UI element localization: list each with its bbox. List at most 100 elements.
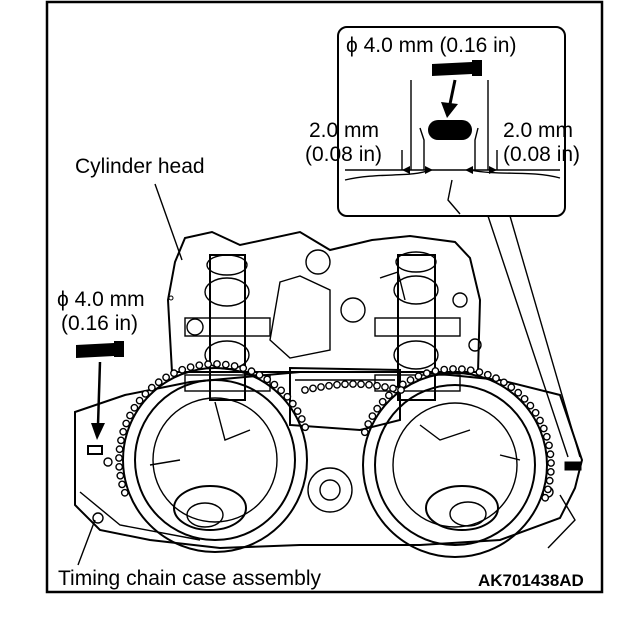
chain-link — [204, 360, 213, 369]
chain-link — [547, 459, 555, 467]
chain-link — [431, 367, 440, 375]
chain-link — [544, 485, 552, 494]
chain-link — [526, 401, 535, 410]
chain-link — [373, 404, 382, 413]
figure-border — [45, 0, 604, 594]
left-pin-diameter-in: (0.16 in) — [61, 312, 138, 335]
locating-pin-icon — [432, 60, 482, 76]
chain-link — [520, 394, 529, 403]
gap-left-in: (0.08 in) — [305, 143, 382, 166]
chain-link — [381, 383, 389, 391]
chain-link — [440, 365, 449, 374]
chain-link — [120, 488, 129, 497]
chain-link — [119, 427, 128, 436]
detail-pin-diameter: ϕ 4.0 mm (0.16 in) — [346, 34, 516, 57]
chain-link — [230, 362, 239, 370]
chain-link — [116, 471, 125, 480]
chain-link — [539, 424, 548, 433]
left-pin-callout: ϕ 4.0 mm (0.16 in) — [57, 288, 174, 440]
chain-link — [195, 361, 204, 370]
cylinder-head-label: Cylinder head — [75, 155, 205, 178]
timing-chain — [115, 360, 555, 502]
timing-chain-case-leader — [77, 519, 96, 566]
locating-pin-icon — [76, 341, 124, 358]
chain-link — [162, 373, 171, 382]
chain-link — [115, 454, 123, 462]
chain-link — [507, 383, 516, 392]
chain-link — [118, 480, 127, 489]
chain-link — [422, 369, 431, 378]
chain-link — [514, 388, 523, 397]
chain-link — [414, 372, 423, 381]
left-pin-hole — [87, 445, 103, 455]
chain-link — [531, 408, 540, 417]
chain-link — [384, 391, 393, 400]
chain-link — [475, 368, 484, 376]
chain-link — [309, 384, 317, 393]
chain-link — [117, 436, 125, 445]
chain-link — [154, 378, 163, 387]
chain-link — [545, 441, 553, 450]
chain-link — [288, 399, 297, 408]
chain-link — [317, 383, 325, 391]
gap-right-in: (0.08 in) — [503, 143, 580, 166]
gap-left-mm: 2.0 mm — [309, 119, 379, 142]
chain-link — [239, 364, 248, 373]
chain-link — [301, 386, 309, 394]
chain-link — [126, 411, 134, 420]
timing-chain-case — [74, 371, 584, 550]
chain-link — [283, 392, 292, 401]
chain-link — [545, 476, 554, 485]
chain-link — [492, 374, 500, 383]
chain-link — [542, 432, 551, 441]
chain-link — [255, 371, 264, 379]
right-camshaft-sprocket — [362, 372, 548, 558]
chain-link — [277, 386, 285, 395]
left-pin-diameter-mm: ϕ 4.0 mm — [57, 288, 145, 311]
chain-link — [130, 403, 139, 412]
chain-link — [466, 366, 475, 375]
cylinder-head-leader — [154, 183, 183, 261]
chain-link — [301, 423, 310, 432]
chain-link — [293, 407, 302, 415]
chain-link — [389, 384, 397, 393]
engine-illustration — [74, 230, 584, 558]
insert-arrow-icon — [441, 79, 458, 118]
chain-link — [546, 467, 555, 476]
figure-code: AK701438AD — [478, 571, 584, 590]
timing-chain-case-label: Timing chain case assembly — [58, 567, 321, 590]
detail-callout: ϕ 4.0 mm (0.16 in) 2.0 mm (0.08 in) 2.0 … — [305, 26, 581, 458]
chain-link — [178, 365, 187, 374]
chain-link — [449, 365, 457, 373]
chain-link — [247, 367, 256, 376]
chain-link — [365, 380, 373, 389]
chain-link — [364, 420, 373, 428]
chain-link — [406, 376, 415, 384]
chain-link — [122, 419, 131, 428]
left-camshaft-sprocket — [122, 367, 308, 553]
chain-link — [333, 380, 341, 389]
chain-link — [349, 380, 357, 388]
chain-link — [457, 365, 466, 374]
chain-link — [397, 386, 405, 394]
chain-link — [368, 412, 377, 420]
chain-link — [186, 363, 195, 371]
gap-right-mm: 2.0 mm — [503, 119, 573, 142]
chain-link — [221, 360, 230, 369]
chain-link — [541, 493, 550, 502]
chain-link — [536, 416, 544, 425]
chain-link — [357, 380, 365, 389]
chain-link — [341, 380, 349, 389]
chain-link — [263, 375, 272, 384]
chain-link — [297, 415, 306, 423]
chain-link — [360, 428, 369, 437]
chain-link — [499, 378, 508, 387]
insert-arrow-icon — [91, 361, 105, 440]
intake-camshaft — [184, 254, 271, 401]
right-pin-hole — [564, 461, 582, 471]
chain-link — [325, 381, 333, 390]
chain-link — [141, 389, 150, 398]
chain-link — [373, 381, 381, 390]
chain-link — [483, 370, 492, 379]
